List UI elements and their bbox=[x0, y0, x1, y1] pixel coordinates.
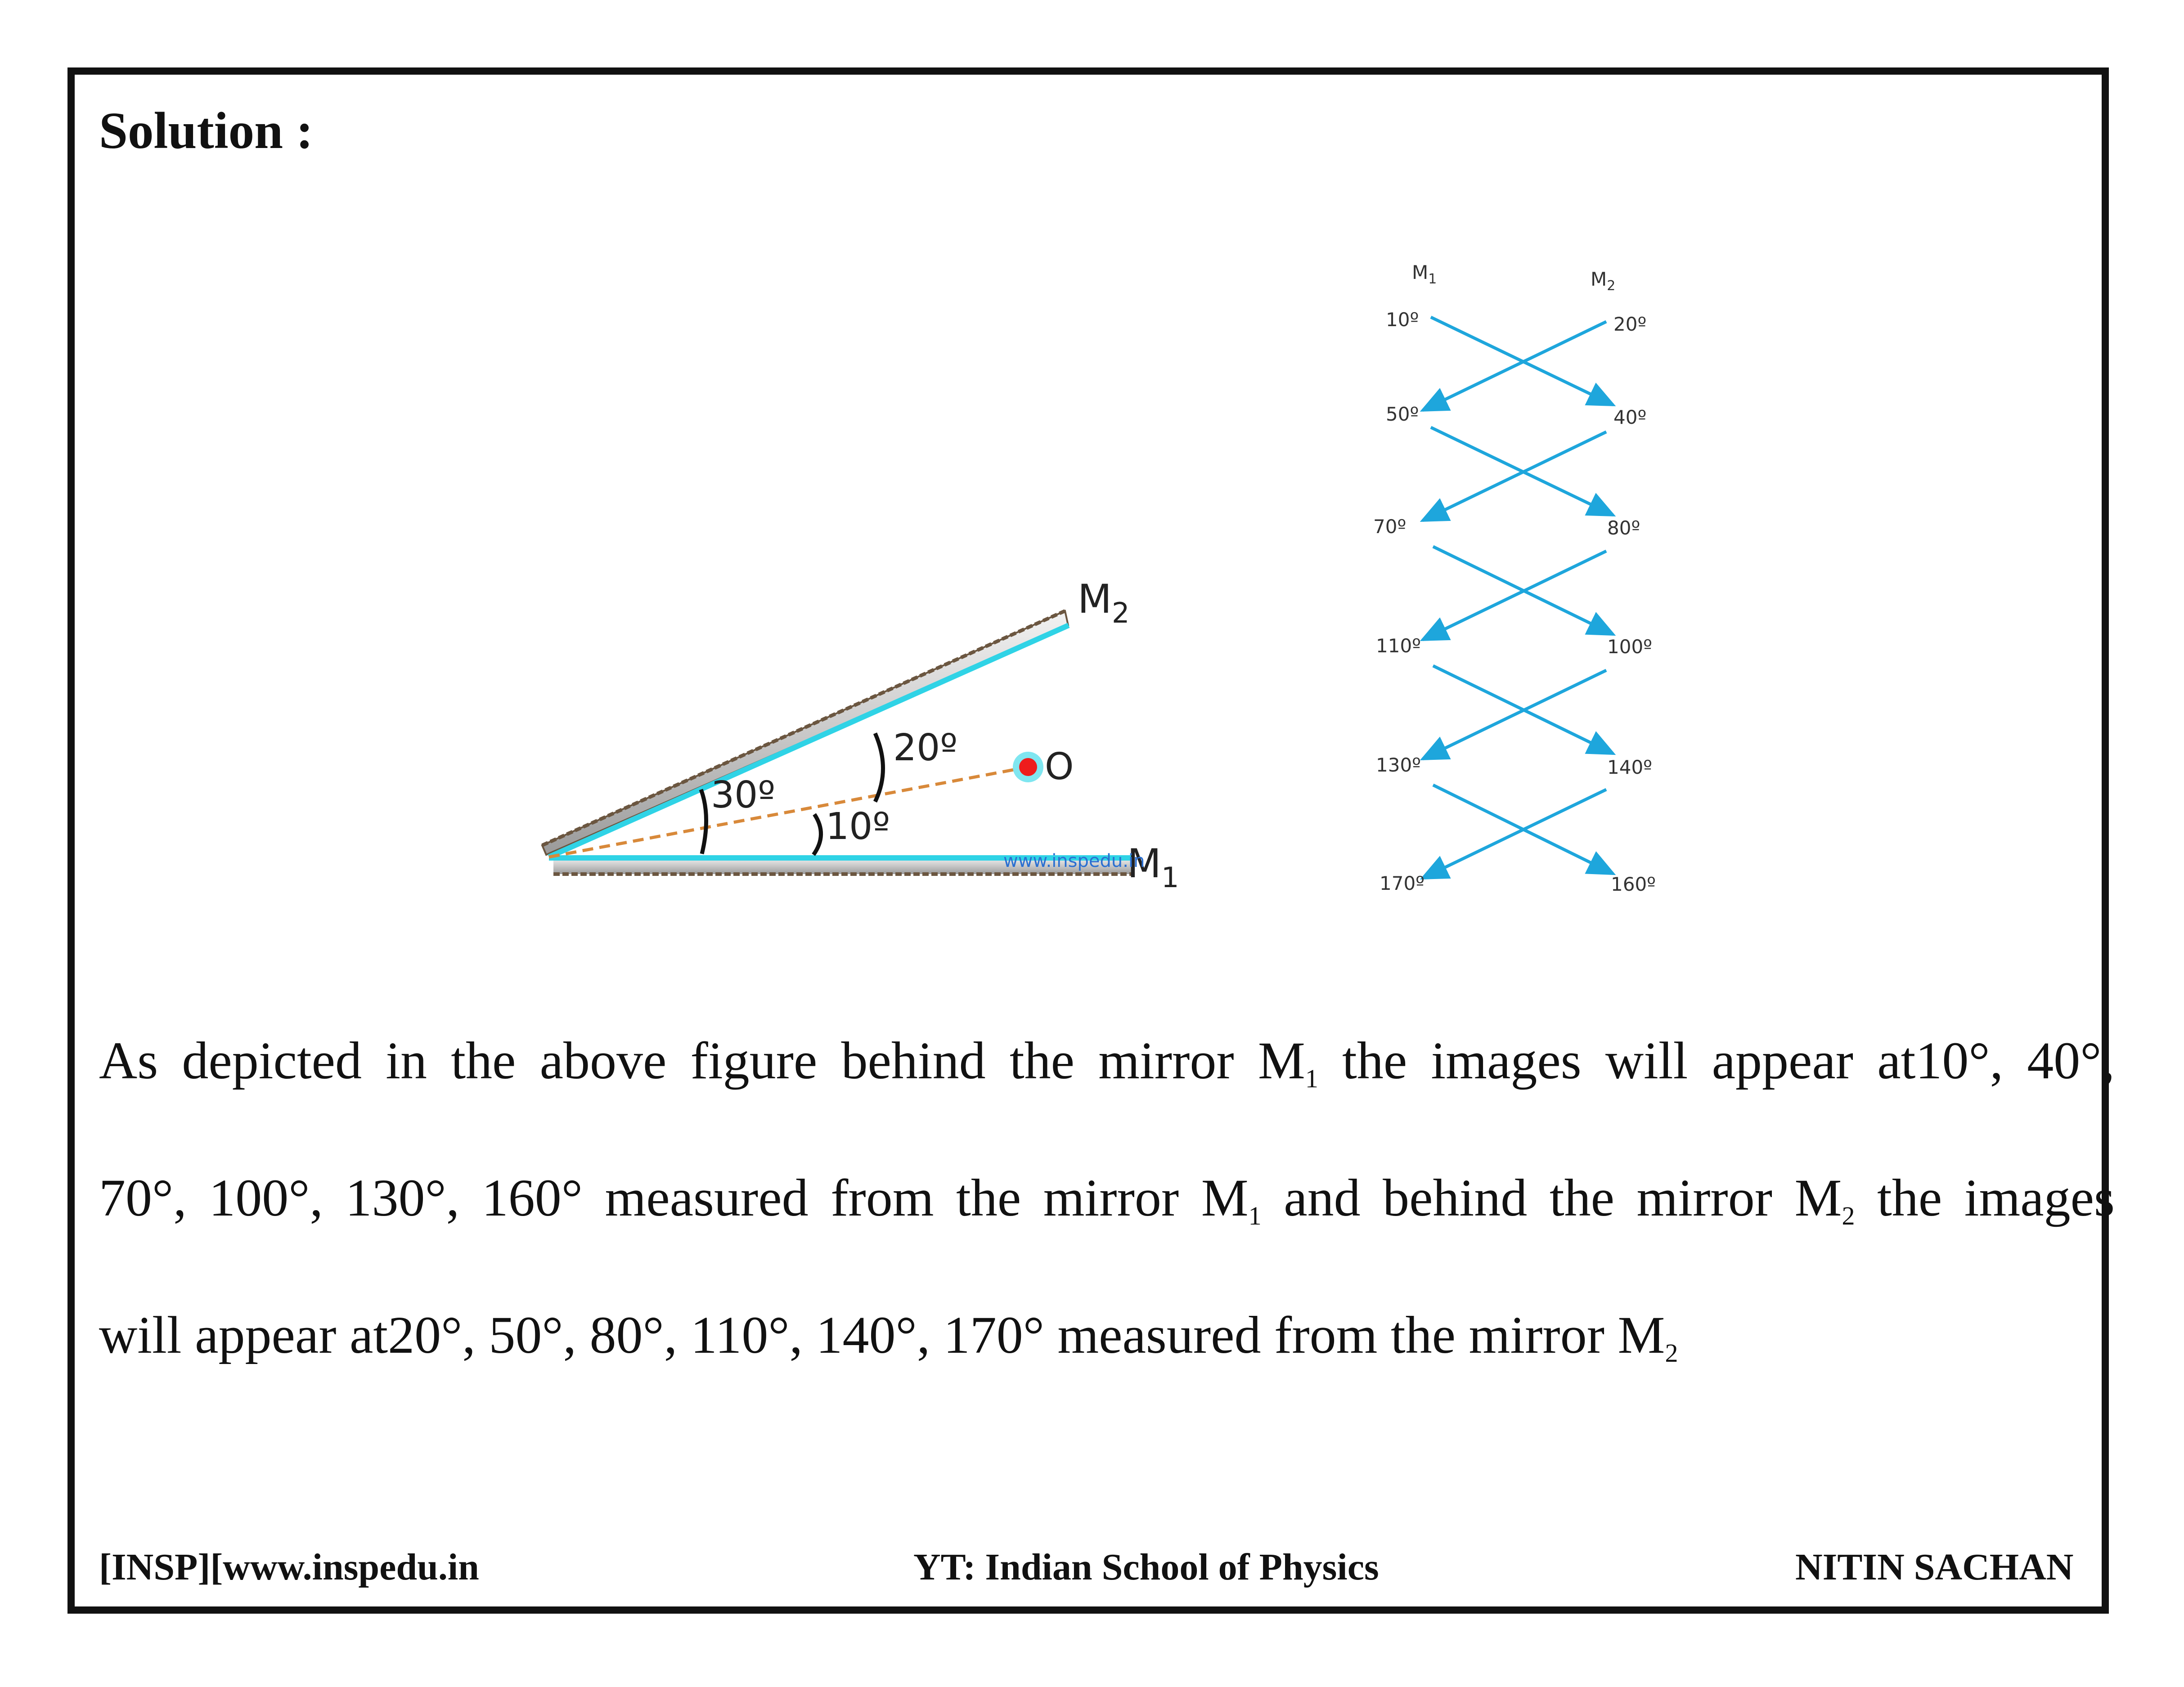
image-sequence-diagram: M1 M2 10º 50º 70º 110º 130º 170º 20º 40º… bbox=[1373, 261, 1656, 895]
object-ray bbox=[548, 765, 1029, 859]
arrow-lines bbox=[1420, 315, 1616, 880]
right-angle-label: 20º bbox=[1613, 313, 1646, 335]
left-angle-label: 50º bbox=[1386, 403, 1419, 425]
angle-arc-10 bbox=[812, 813, 823, 856]
watermark: www.inspedu.in bbox=[1003, 851, 1145, 871]
footer-channel: YT: Indian School of Physics bbox=[913, 1546, 1379, 1588]
solution-paragraph: As depicted in the above figure behind t… bbox=[99, 992, 2115, 1404]
page-frame bbox=[67, 67, 2109, 1614]
angle-arc-20 bbox=[873, 732, 885, 803]
angle-label-10: 10º bbox=[826, 805, 890, 848]
mirror-m2-surface bbox=[548, 623, 1070, 860]
solution-heading: Solution : bbox=[99, 102, 314, 159]
mirror-m2-backing bbox=[541, 609, 1066, 847]
right-angle-label: 140º bbox=[1607, 756, 1652, 778]
arrow bbox=[1420, 549, 1607, 642]
left-angle-label: 10º bbox=[1386, 309, 1419, 331]
arrow bbox=[1420, 669, 1607, 761]
angle-label-30: 30º bbox=[711, 774, 775, 817]
mirror-figure: O 30º 20º 10º M2 M1 www.inspedu.in bbox=[541, 576, 1179, 894]
mirror-m2-body bbox=[541, 610, 1070, 856]
paragraph-line-3: will appear at20°, 50°, 80°, 110°, 140°,… bbox=[99, 1306, 1678, 1368]
col-m1-label: M1 bbox=[1412, 261, 1437, 287]
left-angle-label: 110º bbox=[1376, 635, 1421, 657]
right-angle-label: 80º bbox=[1607, 517, 1640, 539]
mirror-m1-label: M1 bbox=[1127, 840, 1179, 894]
right-angle-label: 100º bbox=[1607, 636, 1652, 658]
left-angle-label: 70º bbox=[1373, 516, 1406, 538]
object-dot bbox=[1019, 758, 1037, 776]
col-m2-label: M2 bbox=[1591, 268, 1615, 294]
footer-website: [INSP][www.inspedu.in bbox=[99, 1546, 479, 1588]
arrow bbox=[1420, 430, 1607, 522]
paragraph-line-2: 70°, 100°, 130°, 160° measured from the … bbox=[99, 1168, 2115, 1230]
paragraph-line-1: As depicted in the above figure behind t… bbox=[99, 1031, 2115, 1093]
arrow bbox=[1420, 788, 1607, 880]
angle-arc-30 bbox=[699, 789, 709, 855]
mirror-m2-label: M2 bbox=[1078, 576, 1129, 629]
angle-label-20: 20º bbox=[893, 727, 957, 769]
footer-author: NITIN SACHAN bbox=[1795, 1546, 2074, 1588]
right-angle-label: 160º bbox=[1611, 873, 1656, 895]
arrow bbox=[1420, 320, 1607, 412]
left-angle-label: 170º bbox=[1380, 872, 1425, 894]
left-angle-label: 130º bbox=[1376, 754, 1421, 776]
right-angle-label: 40º bbox=[1613, 406, 1646, 428]
object-label: O bbox=[1045, 745, 1074, 788]
